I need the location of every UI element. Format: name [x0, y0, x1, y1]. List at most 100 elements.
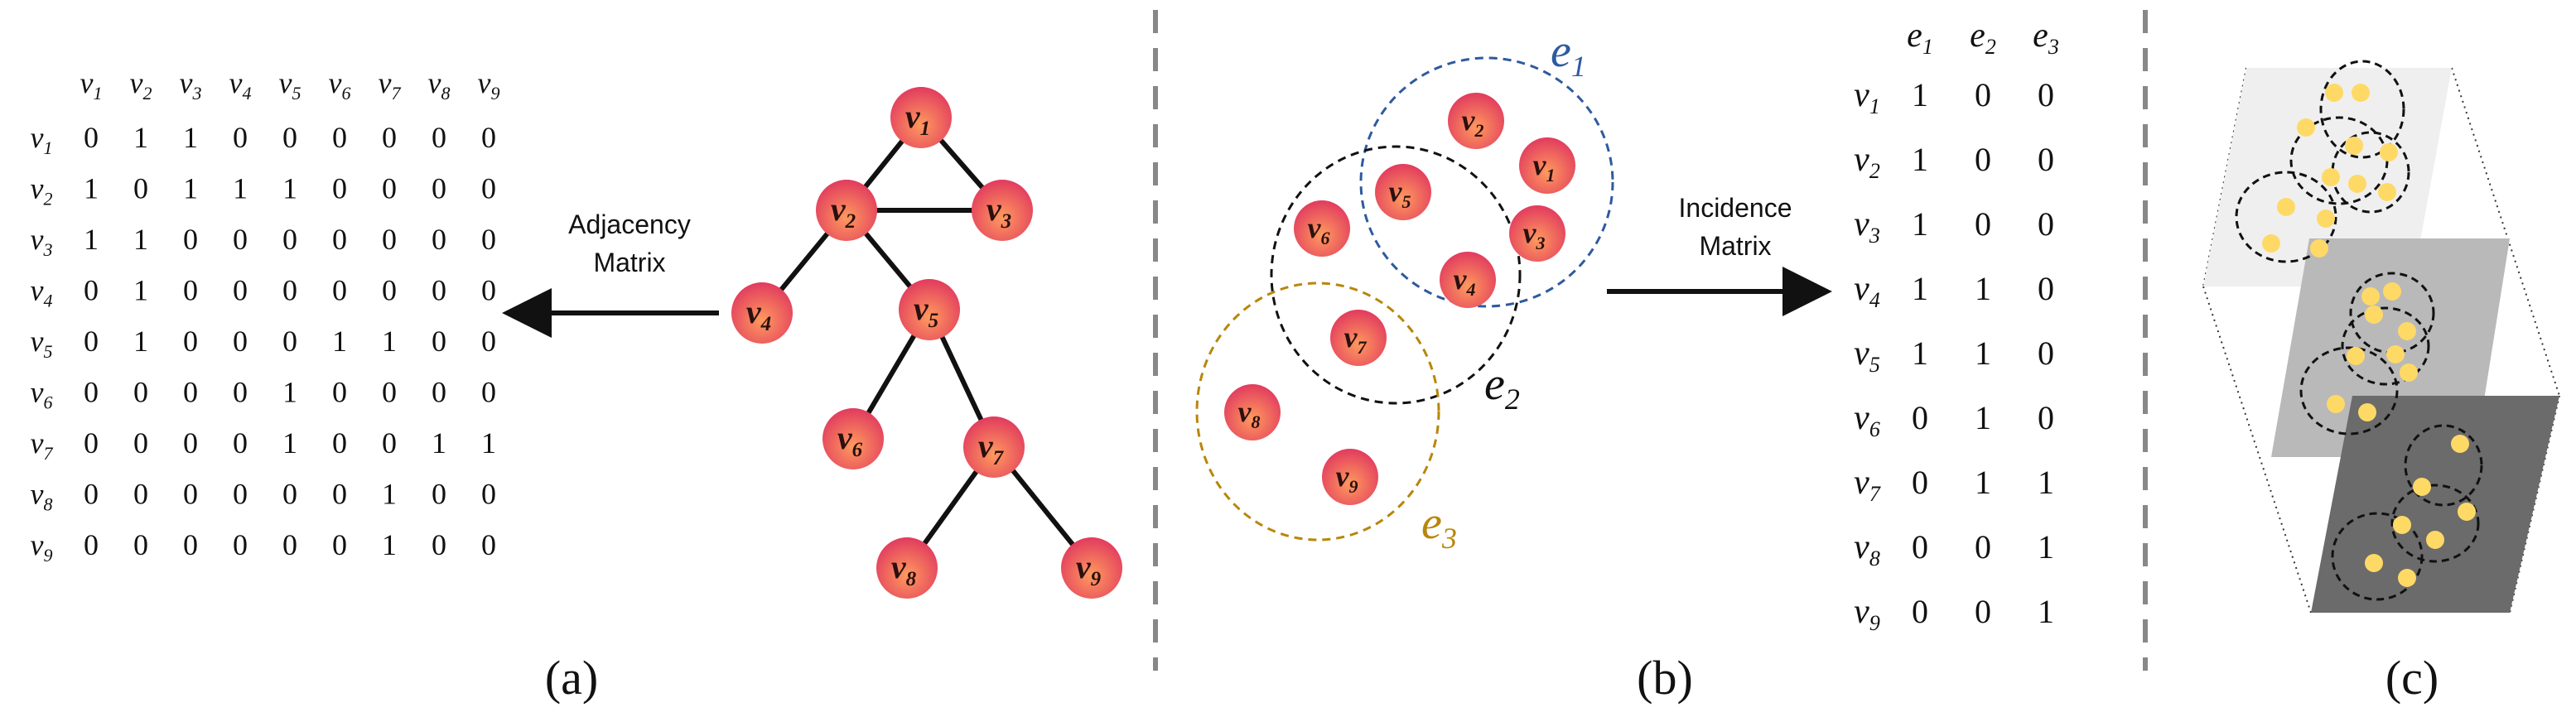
matrix-cell: 1 — [332, 325, 347, 358]
matrix-cell: 0 — [133, 478, 148, 511]
incidence-cell: 0 — [2038, 399, 2054, 436]
matrix-cell: 0 — [282, 478, 297, 511]
hyperedge-e3 — [1195, 282, 1440, 542]
incidence-row-header: v8 — [1854, 528, 1880, 570]
layer-hyperedge — [2390, 484, 2480, 563]
graph-node — [876, 537, 938, 599]
incidence-col-header: e1 — [1907, 17, 1933, 59]
hypergraph-node-label: v5 — [1389, 175, 1411, 212]
matrix-cell: 0 — [84, 121, 99, 154]
graph-node — [816, 180, 877, 241]
matrix-cell: 0 — [481, 172, 496, 205]
incidence-cell: 0 — [2038, 76, 2054, 113]
matrix-cell: 0 — [332, 274, 347, 307]
layer-node — [2426, 531, 2444, 549]
graph-node — [822, 408, 884, 469]
caption-a: (a) — [545, 651, 598, 705]
layer-node — [2345, 137, 2363, 155]
caption-c: (c) — [2385, 651, 2439, 705]
matrix-col-header: v7 — [379, 66, 402, 103]
incidence-cell: 0 — [1975, 76, 1991, 113]
matrix-cell: 0 — [481, 478, 496, 511]
incidence-cell: 0 — [1975, 141, 1991, 178]
matrix-cell: 0 — [332, 478, 347, 511]
matrix-cell: 1 — [382, 325, 397, 358]
matrix-cell: 1 — [432, 426, 446, 460]
incidence-cell: 1 — [1975, 335, 1991, 372]
layer-node — [2383, 282, 2401, 301]
matrix-cell: 0 — [233, 274, 248, 307]
incidence-row-header: v1 — [1854, 76, 1880, 118]
matrix-cell: 0 — [481, 325, 496, 358]
graph-node — [731, 282, 793, 344]
incidence-cell: 1 — [1912, 270, 1928, 307]
graph-node-label: v4 — [746, 293, 771, 335]
layer-node — [2310, 239, 2328, 258]
matrix-row-header: v4 — [31, 274, 53, 311]
layer-node — [2317, 209, 2335, 228]
matrix-cell: 0 — [382, 121, 397, 154]
incidence-cell: 0 — [2038, 335, 2054, 372]
panel-c: (c) — [2202, 60, 2560, 705]
layer-node — [2451, 435, 2469, 453]
graph-node-label: v6 — [837, 419, 863, 461]
adjacency-label-line1: Adjacency — [568, 209, 691, 239]
graph-node-label: v1 — [905, 98, 930, 140]
matrix-col-header: v1 — [80, 66, 103, 103]
layer-node — [2322, 168, 2340, 186]
graph-node-label: v8 — [891, 548, 917, 590]
hypergraph-node — [1375, 164, 1431, 220]
matrix-cell: 0 — [332, 172, 347, 205]
layer-node — [2380, 143, 2398, 161]
matrix-cell: 0 — [233, 426, 248, 460]
layer-hyperedge — [2331, 512, 2424, 601]
matrix-col-header: v9 — [478, 66, 500, 103]
incidence-row-header: v6 — [1854, 399, 1880, 441]
matrix-cell: 0 — [332, 376, 347, 409]
incidence-cell: 0 — [1912, 399, 1928, 436]
incidence-cell: 0 — [1975, 205, 1991, 243]
layer-node — [2378, 183, 2396, 201]
incidence-row-header: v9 — [1854, 593, 1880, 635]
layer-node — [2358, 403, 2376, 421]
layer-node — [2393, 516, 2411, 534]
matrix-row-header: v2 — [31, 172, 53, 209]
hypergraph-node-label: v8 — [1238, 395, 1261, 432]
matrix-cell: 0 — [84, 426, 99, 460]
matrix-cell: 1 — [183, 172, 198, 205]
matrix-cell: 0 — [133, 172, 148, 205]
matrix-cell: 1 — [183, 121, 198, 154]
matrix-row-header: v6 — [31, 376, 53, 413]
matrix-cell: 1 — [133, 121, 148, 154]
incidence-cell: 0 — [1912, 593, 1928, 630]
matrix-cell: 0 — [183, 528, 198, 561]
matrix-cell: 0 — [183, 223, 198, 256]
matrix-col-header: v8 — [428, 66, 451, 103]
matrix-cell: 0 — [282, 325, 297, 358]
layer-hyperedge — [2341, 306, 2430, 386]
hyperedge-e1 — [1359, 56, 1614, 308]
hyperedge-label-e2: e2 — [1484, 359, 1520, 416]
adjacency-label-line2: Matrix — [593, 248, 665, 277]
matrix-row-header: v5 — [31, 325, 53, 362]
matrix-cell: 0 — [332, 223, 347, 256]
hypergraph-node — [1322, 449, 1378, 505]
matrix-col-header: v4 — [229, 66, 252, 103]
layer-node — [2398, 322, 2416, 340]
matrix-row-header: v3 — [31, 223, 53, 260]
incidence-label: Incidence Matrix — [1679, 193, 1792, 261]
matrix-cell: 0 — [432, 121, 446, 154]
matrix-col-header: v6 — [329, 66, 351, 103]
matrix-cell: 0 — [183, 426, 198, 460]
matrix-cell: 0 — [183, 325, 198, 358]
matrix-cell: 0 — [282, 528, 297, 561]
incidence-cell: 0 — [1975, 528, 1991, 566]
hypergraph-node-label: v6 — [1308, 211, 1330, 248]
layer-node — [2325, 84, 2343, 102]
matrix-cell: 0 — [183, 274, 198, 307]
hypergraph-node-label: v9 — [1336, 460, 1358, 497]
hypergraph-node — [1519, 137, 1575, 194]
layer-node — [2413, 478, 2431, 496]
